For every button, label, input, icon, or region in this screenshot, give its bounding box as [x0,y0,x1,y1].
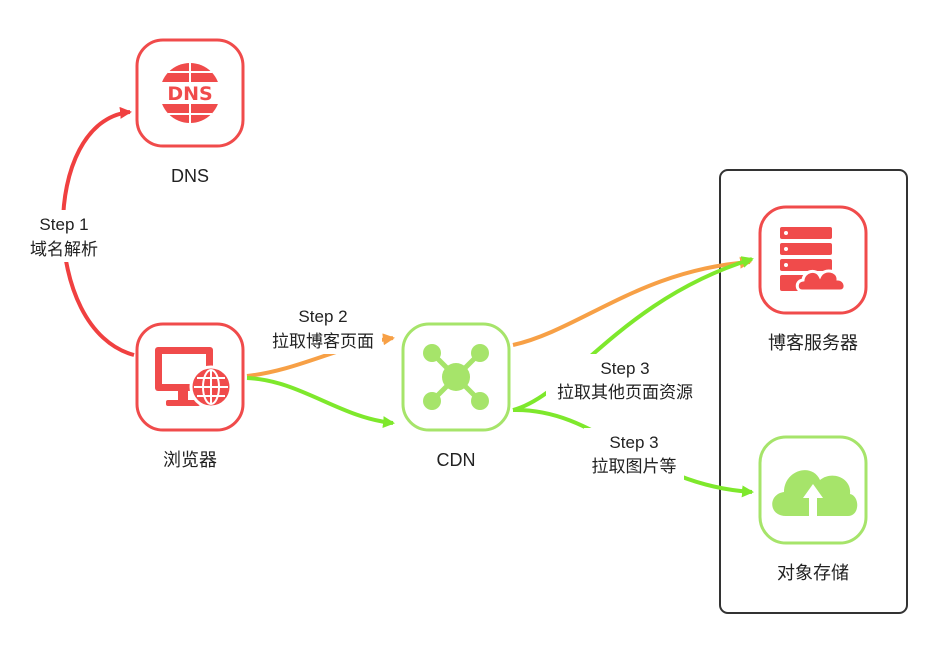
node-blog-server-label: 博客服务器 [768,333,858,353]
step1-description: 域名解析 [30,240,98,259]
step2-description: 拉取博客页面 [272,332,374,351]
edge-browser-cdn-green [246,376,395,429]
edge-label-step3-image: Step 3 拉取图片等 [584,428,684,480]
edge-label-step3-page: Step 3 拉取其他页面资源 [546,354,704,406]
browser-globe-icon [155,347,233,409]
step2-title: Step 2 [298,307,347,326]
server-group-box [719,169,908,614]
svg-text:DNS: DNS [167,83,212,105]
edge-cdn-blog-orange [512,256,752,347]
dns-icon: DNS [158,63,222,123]
node-object-storage-label: 对象存储 [777,563,849,583]
server-cloud-icon [780,227,847,293]
edge-step3-page [512,256,754,412]
node-cdn-label: CDN [437,450,476,470]
node-cdn[interactable]: CDN [401,322,511,470]
node-object-storage[interactable]: 对象存储 [758,435,868,583]
cloud-upload-icon [772,470,858,516]
step1-title: Step 1 [39,215,88,234]
step3-image-description: 拉取图片等 [592,457,677,476]
edge-label-step1: Step 1 域名解析 [28,210,108,262]
node-browser[interactable]: 浏览器 [135,322,245,470]
step3-page-title: Step 3 [600,359,649,378]
node-dns[interactable]: DNS DNS [135,38,245,186]
cdn-network-icon [423,344,489,410]
node-blog-server[interactable]: 博客服务器 [758,205,868,353]
step3-page-description: 拉取其他页面资源 [557,383,693,402]
node-browser-label: 浏览器 [163,450,217,470]
node-dns-label: DNS [171,166,209,186]
step3-image-title: Step 3 [609,433,658,452]
edge-label-step2: Step 2 拉取博客页面 [264,302,382,354]
